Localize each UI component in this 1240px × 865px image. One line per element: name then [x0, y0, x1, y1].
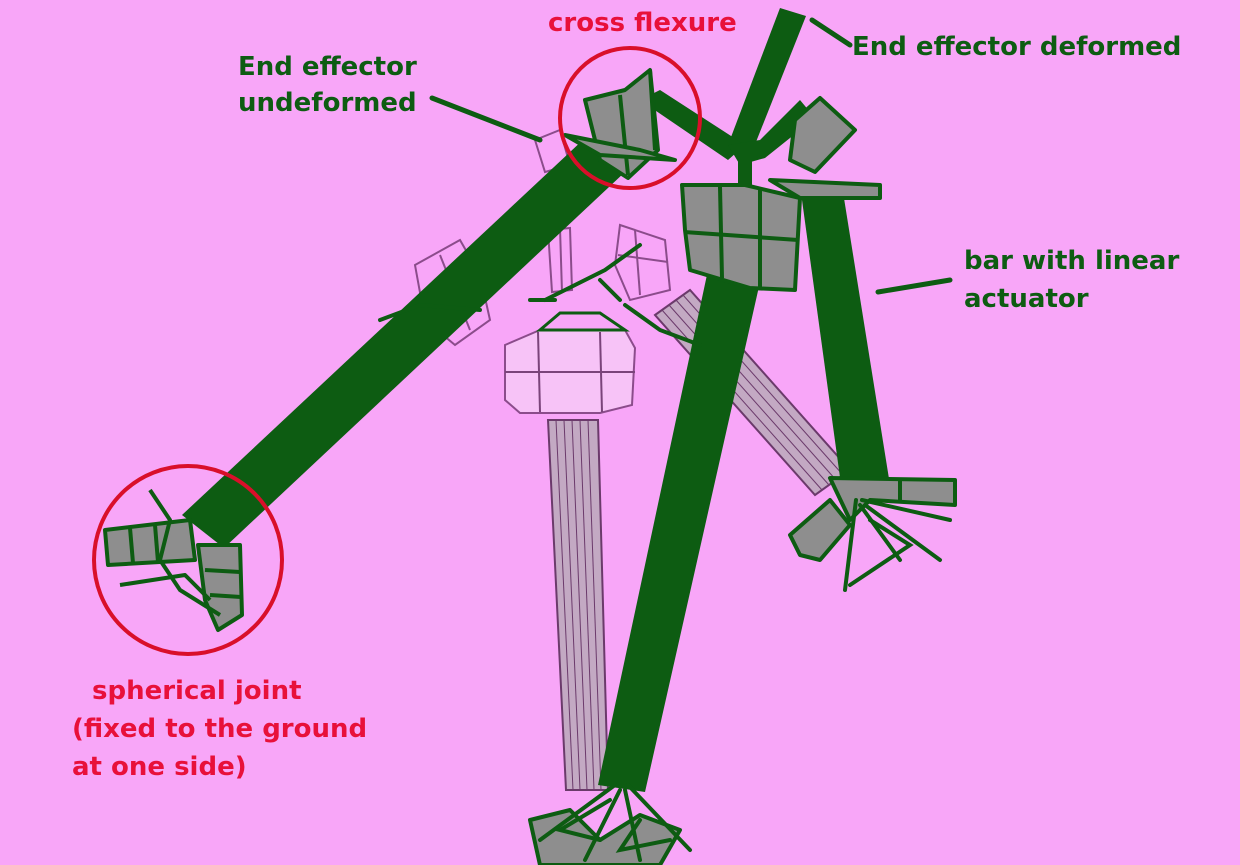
leader-undeformed: [429, 95, 543, 143]
leader-actuator: [875, 277, 953, 295]
undeformed-middle-bar: [546, 419, 610, 791]
label-spherical-joint: spherical joint: [92, 676, 302, 706]
diagonal-bar: [182, 138, 625, 548]
upper-bar: [728, 8, 806, 152]
deformed-links: [182, 8, 890, 792]
actuator-bottom-joint: [788, 476, 957, 562]
label-end-effector-deformed: End effector deformed: [852, 32, 1182, 62]
vertical-bar: [598, 270, 760, 792]
label-cross-flexure: cross flexure: [548, 8, 737, 38]
cross-flexure-highlight: [558, 46, 702, 190]
label-fixed-note-2: at one side): [72, 752, 247, 782]
top-box-joint: [680, 96, 882, 292]
label-end-effector-undeformed-2: undeformed: [238, 88, 417, 118]
label-end-effector-undeformed-1: End effector: [238, 52, 417, 82]
joint-wires: [378, 243, 952, 862]
leader-lines: [429, 17, 953, 295]
undeformed-box-joint: [504, 311, 637, 414]
label-fixed-note-1: (fixed to the ground: [72, 714, 368, 744]
label-bar-linear-actuator-1: bar with linear: [964, 246, 1180, 276]
label-bar-linear-actuator-2: actuator: [964, 284, 1089, 314]
spherical-joint-plates: [103, 488, 244, 632]
highlight-circles: [92, 46, 702, 656]
linear-actuator-bar: [802, 192, 890, 492]
spherical-joint-highlight: [92, 464, 284, 656]
leader-deformed: [809, 17, 853, 48]
cross-flexure-joint: [563, 68, 677, 180]
